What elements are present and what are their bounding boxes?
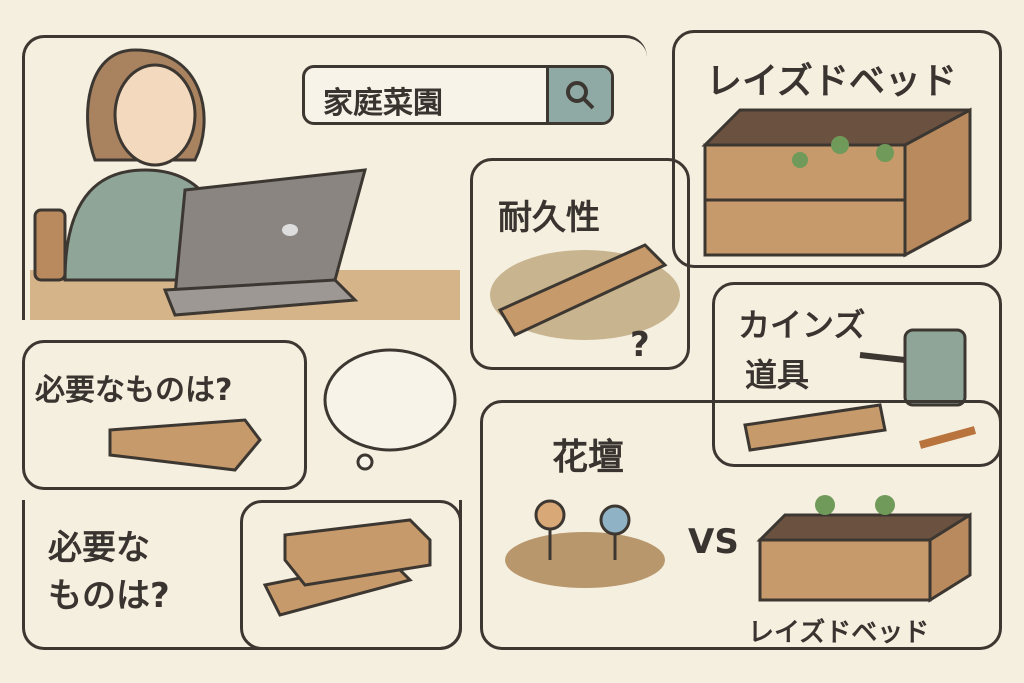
cainz-tools-panel xyxy=(712,282,1002,467)
woman-with-laptop-illustration xyxy=(30,48,460,320)
laptop-scene-panel xyxy=(22,35,647,320)
wood-plank-icon xyxy=(490,243,680,340)
raised-bed-title: レイズドベッド xyxy=(706,61,957,102)
raised-bed-panel xyxy=(672,30,1002,268)
flowerbed-illustration xyxy=(505,499,665,588)
flowerbed-vs-raised-bed-panel xyxy=(480,400,1002,650)
needs-top-label: 必要なものは? xyxy=(35,373,233,408)
board-icon xyxy=(108,418,262,472)
watering-can-and-trowel-icon xyxy=(743,328,977,452)
search-icon xyxy=(566,81,595,110)
raised-bed-caption: レイズドベッド xyxy=(748,618,930,648)
search-bar[interactable]: 家庭菜園 xyxy=(302,65,614,125)
flowerbed-label: 花壇 xyxy=(552,437,625,478)
durability-panel xyxy=(470,158,690,370)
search-button[interactable] xyxy=(546,68,611,122)
raised-bed-illustration xyxy=(701,107,972,258)
needs-bottom-line1: 必要な xyxy=(48,528,150,568)
raised-bed-small-illustration xyxy=(756,495,972,603)
search-input[interactable]: 家庭菜園 xyxy=(323,86,443,121)
vs-label: VS xyxy=(688,522,739,562)
thought-bubble xyxy=(323,348,457,471)
durability-label: 耐久性 xyxy=(498,198,600,238)
tools-label: 道具 xyxy=(745,356,810,394)
question-mark: ? xyxy=(630,325,650,365)
needs-top-panel xyxy=(22,340,307,490)
cainz-label: カインズ xyxy=(738,306,866,344)
stacked-boards-icon xyxy=(262,518,432,617)
boards-panel xyxy=(240,500,462,650)
needs-bottom-line2: ものは? xyxy=(48,576,170,616)
